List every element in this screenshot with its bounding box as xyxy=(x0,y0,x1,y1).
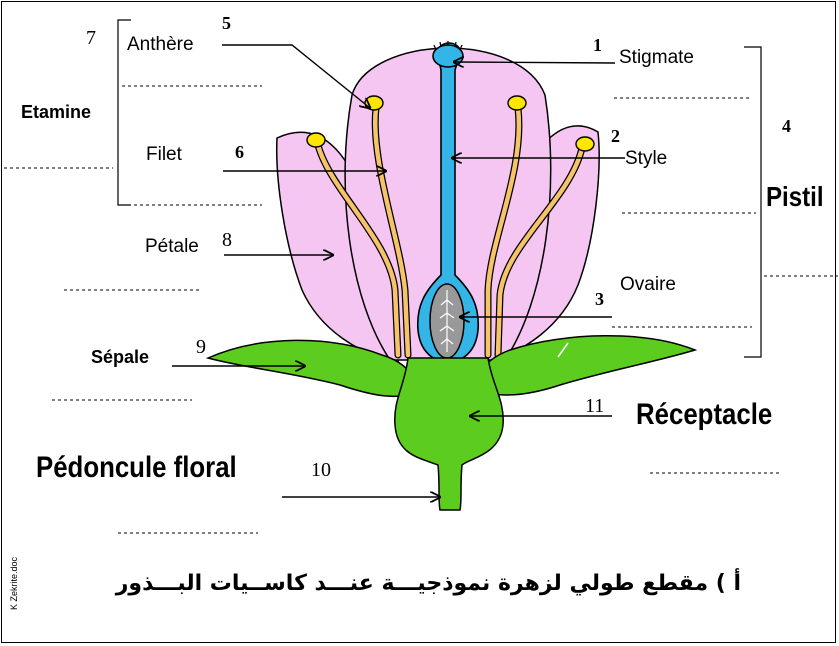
number-11: 11 xyxy=(585,396,604,416)
caption-title: أ ) مقطع طولي لزهرة نموذجيـــة عنـــد كا… xyxy=(131,573,741,595)
credit-text: K Zekrite.doc xyxy=(9,557,19,610)
anther-1 xyxy=(307,133,325,147)
number-7: 7 xyxy=(86,28,96,48)
label-pistil: Pistil xyxy=(766,183,824,211)
arrow-stigmate xyxy=(454,62,615,63)
anther-3 xyxy=(508,96,526,110)
pistil-bracket xyxy=(744,47,761,357)
arrow-anthere xyxy=(222,45,370,108)
label-stigmate: Stigmate xyxy=(619,48,694,67)
number-6: 6 xyxy=(235,143,244,161)
number-9: 9 xyxy=(196,337,206,357)
label-receptacle: Réceptacle xyxy=(636,400,772,430)
stigma xyxy=(433,45,463,67)
number-3: 3 xyxy=(595,290,604,308)
label-style: Style xyxy=(625,149,667,168)
anther-4 xyxy=(576,137,594,151)
label-petale: Pétale xyxy=(145,237,199,256)
number-2: 2 xyxy=(611,127,620,145)
number-10: 10 xyxy=(311,460,331,480)
label-filet: Filet xyxy=(146,145,182,164)
number-4: 4 xyxy=(782,117,791,135)
number-5: 5 xyxy=(222,14,231,32)
label-anthere: Anthère xyxy=(127,35,194,54)
receptacle-shape xyxy=(395,358,503,510)
anther-2 xyxy=(365,96,383,110)
label-sepale: Sépale xyxy=(91,348,149,366)
label-ovaire: Ovaire xyxy=(620,275,676,294)
number-1: 1 xyxy=(593,36,602,54)
number-8: 8 xyxy=(222,230,232,250)
label-etamine: Etamine xyxy=(21,103,91,121)
label-pedoncule: Pédoncule floral xyxy=(36,453,237,483)
